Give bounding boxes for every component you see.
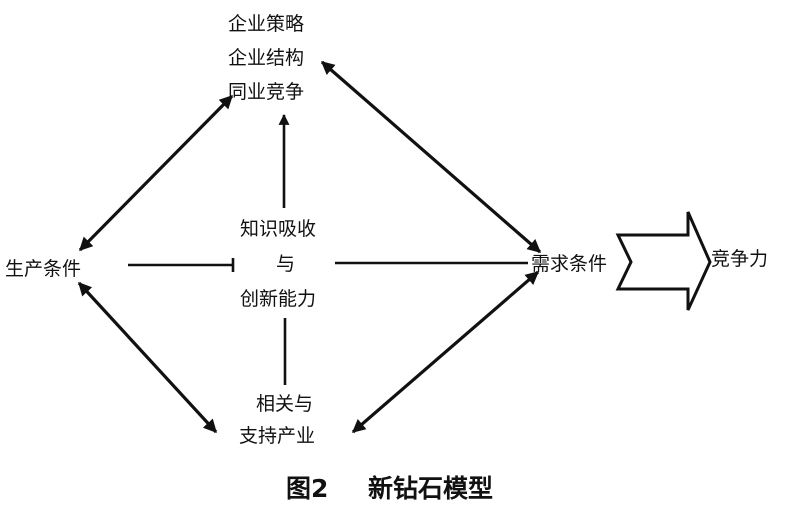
node-top-line-2: 企业结构 — [228, 47, 304, 69]
node-output-label: 竞争力 — [711, 248, 768, 270]
node-bottom-line-1: 相关与 — [256, 393, 313, 415]
node-top-line-1: 企业策略 — [228, 13, 304, 35]
edges — [77, 60, 542, 434]
node-center-line-1: 知识吸收 — [240, 218, 316, 240]
caption-figure-number: 图2 — [286, 474, 328, 503]
node-left-label: 生产条件 — [5, 258, 81, 280]
node-center: 知识吸收 与 创新能力 — [240, 218, 316, 310]
node-center-line-3: 创新能力 — [240, 288, 316, 310]
node-bottom: 相关与 支持产业 — [239, 393, 315, 447]
edge-bottom-right — [351, 270, 540, 434]
block-arrow — [615, 211, 712, 311]
node-right-label: 需求条件 — [531, 253, 607, 275]
node-center-line-2: 与 — [276, 253, 295, 275]
node-top: 企业策略 企业结构 同业竞争 — [228, 13, 304, 103]
node-bottom-line-2: 支持产业 — [239, 425, 315, 447]
figure-caption: 图2 新钻石模型 — [286, 474, 493, 503]
edge-top-left — [78, 94, 234, 252]
caption-title: 新钻石模型 — [368, 474, 493, 503]
edge-left-bottom — [77, 281, 218, 434]
node-top-line-3: 同业竞争 — [228, 81, 304, 103]
edge-top-right — [320, 60, 542, 254]
